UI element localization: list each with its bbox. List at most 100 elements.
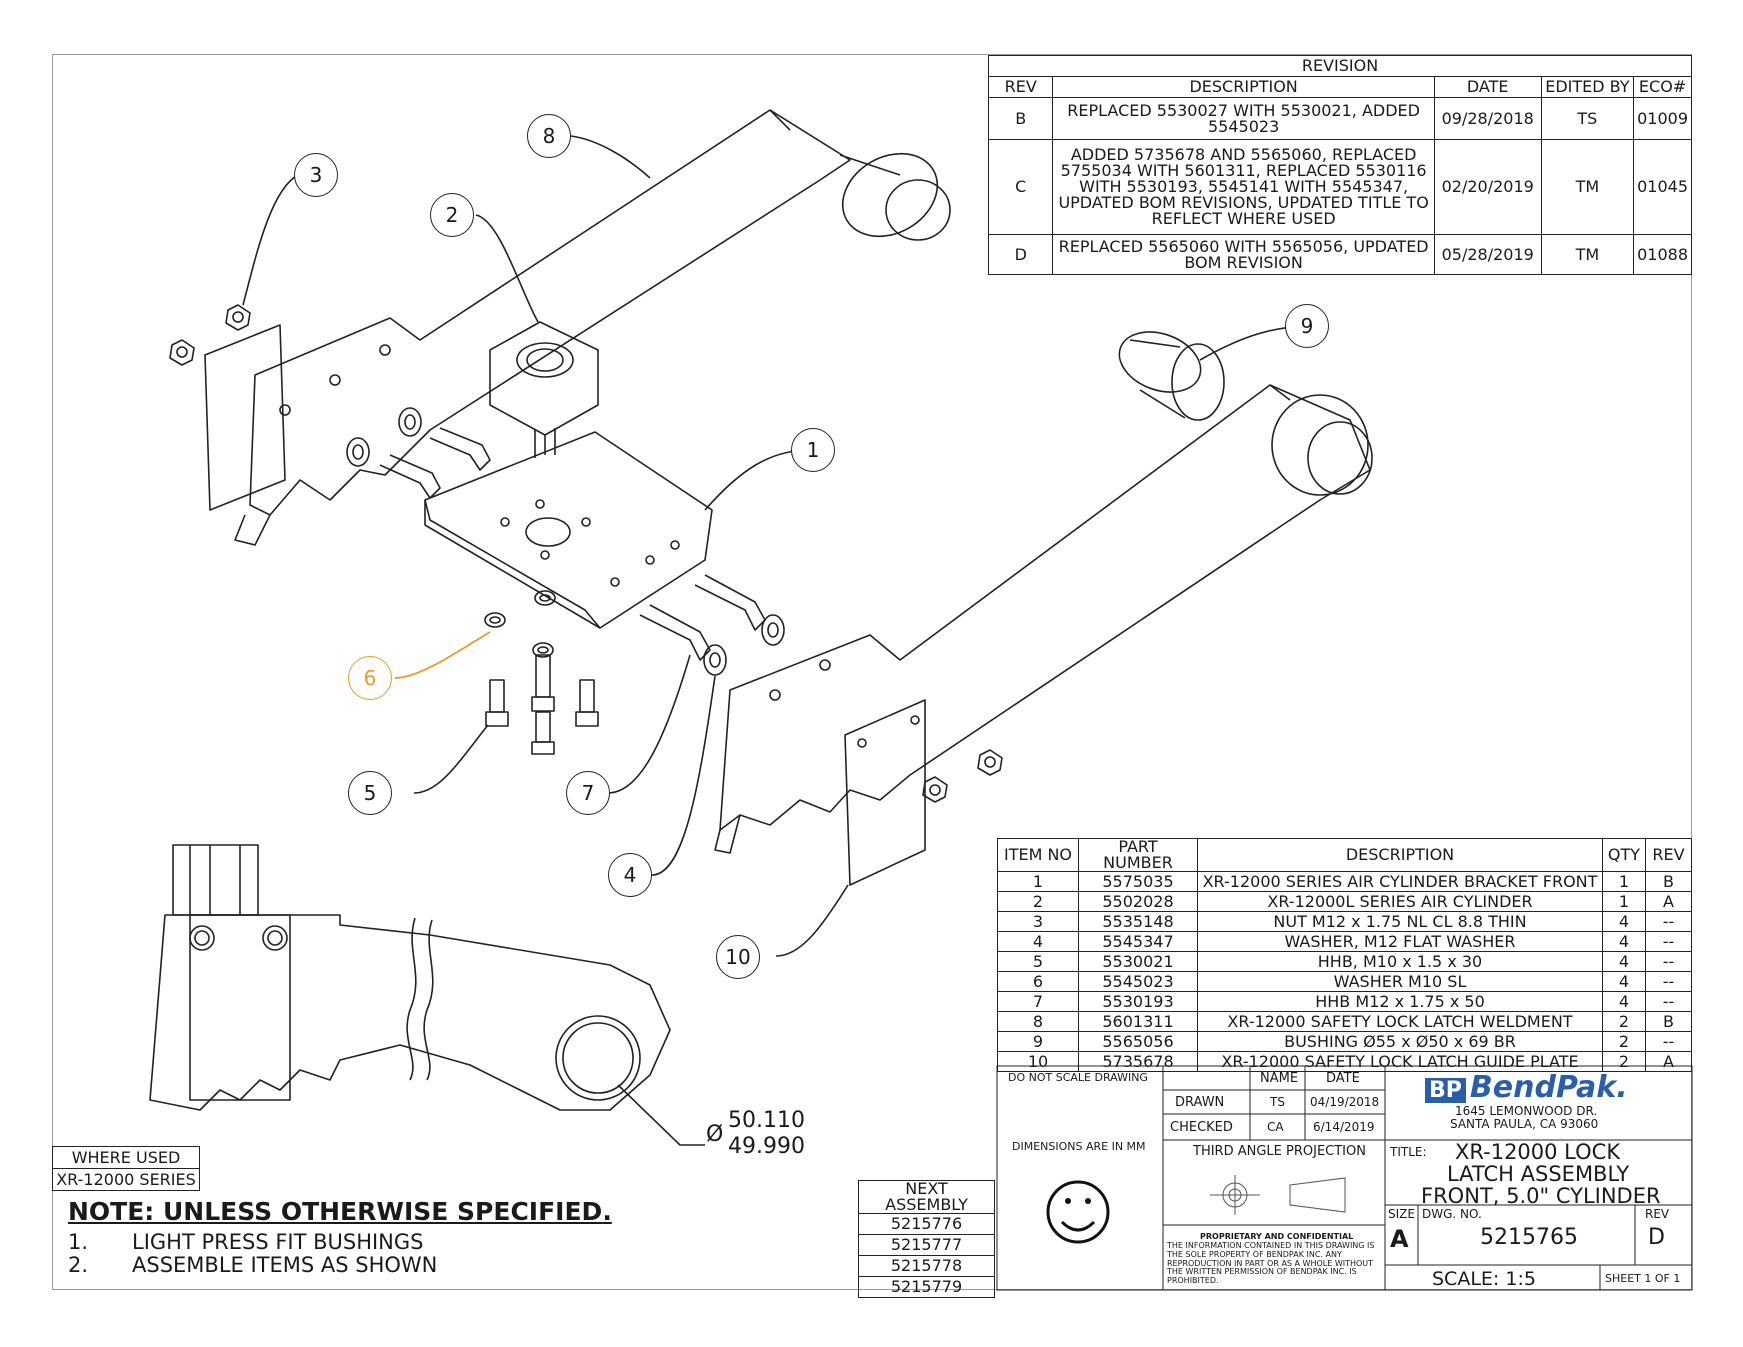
bom-rev: B: [1645, 1011, 1692, 1032]
bom-part: 5545023: [1078, 971, 1198, 992]
latch-weldment-lower: [714, 384, 1373, 854]
rev-header-edited-by: EDITED BY: [1540, 76, 1635, 98]
bom-description: WASHER, M12 FLAT WASHER: [1197, 931, 1603, 952]
balloon-item-5: 5: [348, 771, 392, 815]
bom-header-rev: REV: [1645, 838, 1692, 872]
bill-of-materials-table: ITEM NO PART NUMBER DESCRIPTION QTY REV …: [997, 838, 1692, 1072]
bom-description: XR-12000 SERIES AIR CYLINDER BRACKET FRO…: [1197, 871, 1603, 892]
rev-cell-description: REPLACED 5530027 WITH 5530021, ADDED 554…: [1052, 97, 1435, 140]
rev-cell-date: 02/20/2019: [1433, 139, 1542, 235]
bom-qty: 4: [1602, 911, 1646, 932]
rev-label: REV: [1645, 1207, 1670, 1221]
address-line-2: SANTA PAULA, CA 93060: [1450, 1117, 1599, 1131]
bom-description: XR-12000L SERIES AIR CYLINDER: [1197, 891, 1603, 912]
bom-qty: 4: [1602, 991, 1646, 1012]
bom-qty: 1: [1602, 891, 1646, 912]
bom-description: XR-12000 SAFETY LOCK LATCH WELDMENT: [1197, 1011, 1603, 1032]
bom-rev: --: [1645, 911, 1692, 932]
drawing-title-line-2: LATCH ASSEMBLY: [1447, 1162, 1630, 1186]
bom-qty: 2: [1602, 1011, 1646, 1032]
balloon-item-1: 1: [791, 428, 835, 472]
drawing-title-line-1: XR-12000 LOCK: [1455, 1140, 1621, 1164]
proprietary-text: THE INFORMATION CONTAINED IN THIS DRAWIN…: [1167, 1241, 1375, 1286]
bom-rev: B: [1645, 871, 1692, 892]
bom-item: 7: [997, 991, 1079, 1012]
bom-part: 5545347: [1078, 931, 1198, 952]
bom-part: 5735678: [1078, 1051, 1198, 1072]
bom-header-part: PART NUMBER: [1078, 838, 1198, 872]
bom-part: 5575035: [1078, 871, 1198, 892]
revision-table: REVISION REV DESCRIPTION DATE EDITED BY …: [987, 55, 1692, 275]
balloon-item-2: 2: [430, 193, 474, 237]
rev-cell-edited-by: TS: [1540, 97, 1635, 140]
bom-qty: 2: [1602, 1051, 1646, 1072]
sheet-size: A: [1390, 1225, 1409, 1253]
rev-cell-description: ADDED 5735678 AND 5565060, REPLACED 5755…: [1052, 139, 1435, 235]
bom-qty: 4: [1602, 931, 1646, 952]
bom-rev: --: [1645, 991, 1692, 1012]
where-used-header: WHERE USED: [52, 1146, 200, 1169]
rev-header-rev: REV: [987, 76, 1054, 98]
next-assembly-value: 5215779: [858, 1276, 995, 1298]
dimension-lower: 49.990: [728, 1134, 805, 1159]
bom-qty: 4: [1602, 951, 1646, 972]
dimensions-note: DIMENSIONS ARE IN MM: [1012, 1140, 1146, 1153]
notes-title: NOTE: UNLESS OTHERWISE SPECIFIED.: [68, 1197, 612, 1226]
rev-cell: B: [987, 97, 1054, 140]
note-number: 1.: [68, 1230, 89, 1254]
rev-header-eco: ECO#: [1633, 76, 1692, 98]
bom-item: 3: [997, 911, 1079, 932]
checked-name: CA: [1267, 1120, 1284, 1134]
rev-cell-date: 05/28/2019: [1433, 234, 1542, 275]
balloon-item-7: 7: [566, 771, 610, 815]
bom-rev: --: [1645, 931, 1692, 952]
bom-qty: 4: [1602, 971, 1646, 992]
where-used-table: WHERE USED XR-12000 SERIES: [52, 1146, 200, 1191]
bom-description: WASHER M10 SL: [1197, 971, 1603, 992]
title-label: TITLE:: [1390, 1145, 1427, 1159]
bom-description: BUSHING Ø55 x Ø50 x 69 BR: [1197, 1031, 1603, 1052]
bom-header-description: DESCRIPTION: [1197, 838, 1603, 872]
name-label: NAME: [1260, 1071, 1299, 1086]
next-assembly-header: NEXT ASSEMBLY: [858, 1180, 995, 1214]
rev-cell-eco: 01045: [1633, 139, 1692, 235]
logo-mark: BP: [1425, 1078, 1466, 1103]
note-text: LIGHT PRESS FIT BUSHINGS: [132, 1230, 424, 1254]
bom-part: 5535148: [1078, 911, 1198, 932]
balloon-item-3: 3: [294, 153, 338, 197]
bom-rev: --: [1645, 951, 1692, 972]
balloon-item-9: 9: [1285, 304, 1329, 348]
where-used-value: XR-12000 SERIES: [52, 1168, 200, 1191]
revision-title: REVISION: [988, 55, 1692, 77]
bom-part: 5601311: [1078, 1011, 1198, 1032]
dwg-no-label: DWG. NO.: [1422, 1207, 1482, 1221]
rev-header-description: DESCRIPTION: [1052, 76, 1435, 98]
bom-item: 9: [997, 1031, 1079, 1052]
rev-cell-edited-by: TM: [1540, 139, 1635, 235]
balloon-item-6: 6: [348, 656, 392, 700]
sheet-number: SHEET 1 OF 1: [1605, 1272, 1681, 1285]
bom-item: 8: [997, 1011, 1079, 1032]
bom-description: HHB M12 x 1.75 x 50: [1197, 991, 1603, 1012]
bom-part: 5530021: [1078, 951, 1198, 972]
bom-rev: --: [1645, 971, 1692, 992]
rev-header-date: DATE: [1433, 76, 1542, 98]
rev-cell-description: REPLACED 5565060 WITH 5565056, UPDATED B…: [1052, 234, 1435, 275]
rev-cell-eco: 01088: [1633, 234, 1692, 275]
logo-text: BendPak.: [1469, 1070, 1628, 1105]
date-label: DATE: [1326, 1071, 1360, 1086]
proprietary-title: PROPRIETARY AND CONFIDENTIAL: [1200, 1232, 1354, 1241]
bom-item: 4: [997, 931, 1079, 952]
rev-cell-eco: 01009: [1633, 97, 1692, 140]
address-line-1: 1645 LEMONWOOD DR.: [1455, 1104, 1598, 1118]
bom-part: 5565056: [1078, 1031, 1198, 1052]
rev-cell: D: [987, 234, 1054, 275]
note-number: 2.: [68, 1253, 89, 1277]
dimension-upper: 50.110: [728, 1108, 805, 1133]
bom-item: 6: [997, 971, 1079, 992]
